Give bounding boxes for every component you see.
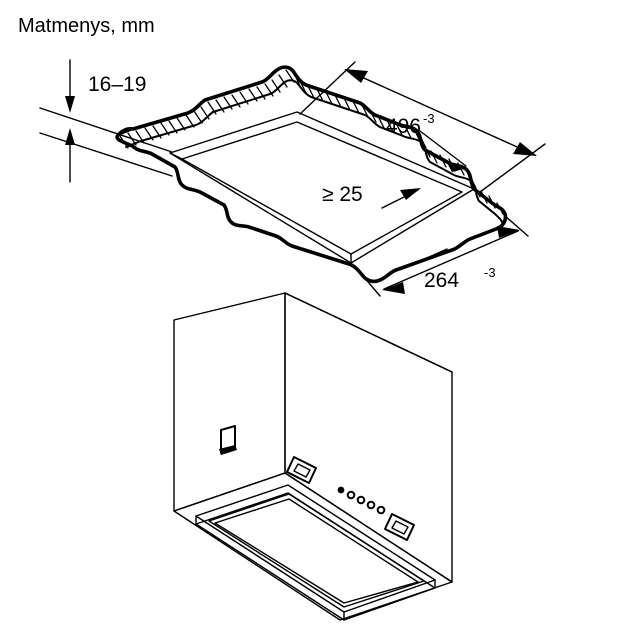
cabinet-base-plate [173, 472, 453, 621]
dimension-min-edge-25: ≥ 25 [322, 183, 421, 209]
dimension-width-264: 264 -3 [362, 215, 529, 297]
dimension-label-min-edge: ≥ 25 [322, 183, 363, 206]
dimension-label-thickness: 16–19 [88, 73, 146, 96]
dimension-superscript-length: -3 [423, 111, 435, 126]
cutout-rim-inner [181, 121, 463, 255]
dimension-superscript-width: -3 [484, 265, 496, 280]
control-button-4[interactable] [366, 500, 376, 510]
control-button-3[interactable] [356, 495, 366, 505]
hood-grip-slot-left[interactable] [286, 456, 317, 484]
arrow-head-496-leader [446, 161, 468, 172]
dimension-length-496: 496 -3 [299, 61, 546, 193]
control-button-5[interactable] [376, 505, 386, 515]
hood-grip-slot-right[interactable] [384, 513, 415, 541]
dimension-thickness-16-19: 16–19 [39, 59, 173, 183]
wall-socket-detail [219, 425, 237, 455]
arrow-head-264-end [497, 226, 520, 238]
worktop-cut-edge-hatching [117, 66, 299, 149]
hood-control-buttons[interactable] [337, 486, 386, 515]
hood-canopy-panel-inner [214, 498, 419, 604]
control-button-2[interactable] [346, 490, 356, 500]
arrow-head-up [65, 128, 75, 145]
arrow-head-25 [400, 188, 421, 200]
cutout-depth-edge [169, 152, 352, 264]
control-button-1[interactable] [337, 486, 345, 494]
figure-cabinet-hood [173, 292, 453, 621]
dimension-label-length: 496 [386, 115, 421, 138]
page-title: Matmenys, mm [18, 15, 155, 37]
dimension-label-width: 264 [424, 269, 459, 292]
cabinet-top-edge [284, 292, 453, 373]
arrow-head-down [65, 96, 75, 113]
figure-worktop-cutout: 16–19 496 -3 [39, 59, 546, 297]
arrow-head-496-end [513, 142, 537, 156]
arrow-head-264-start [382, 282, 405, 294]
arrow-head-496-start [344, 69, 368, 83]
hood-canopy-panel [208, 493, 425, 608]
cutout-rim-outer [169, 111, 475, 264]
